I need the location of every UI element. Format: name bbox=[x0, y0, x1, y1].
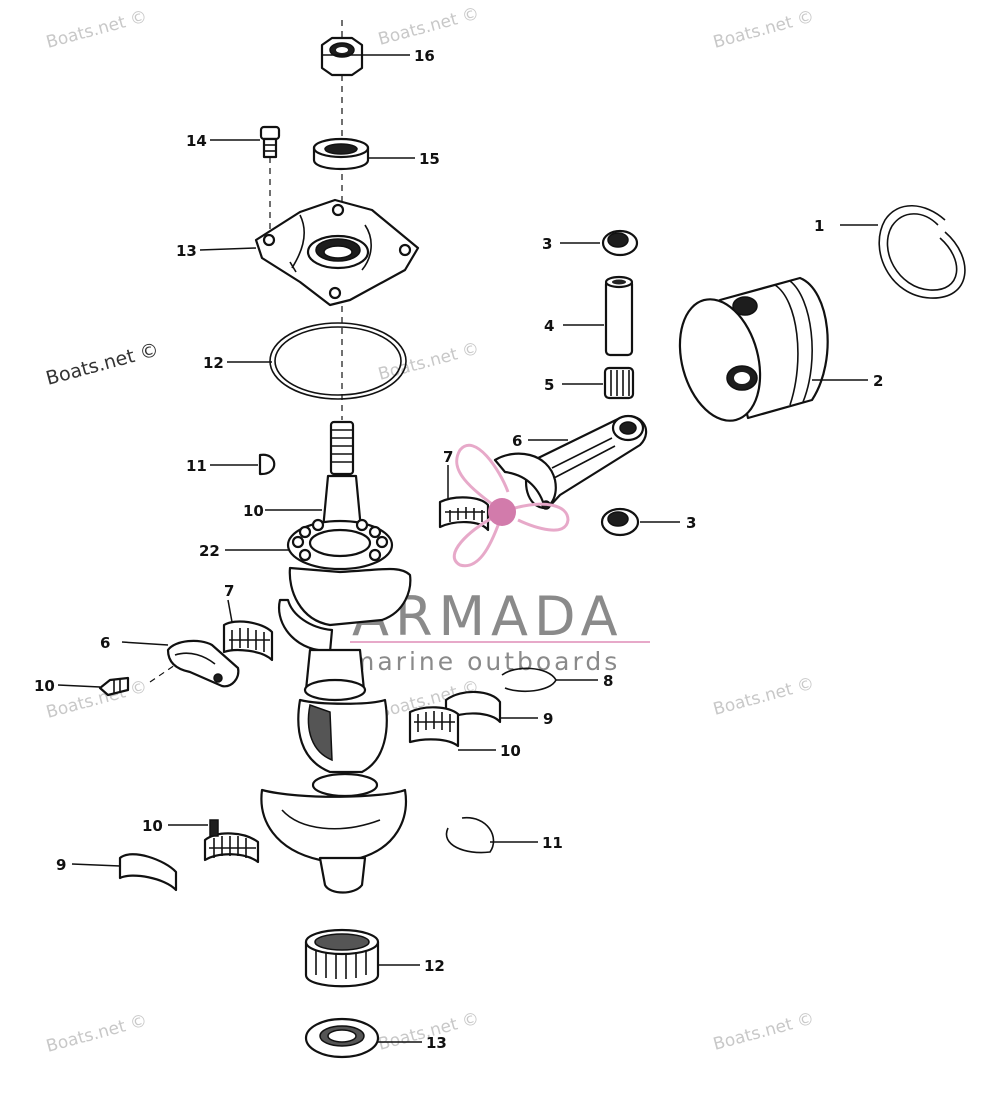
watermark-text: Boats.net © bbox=[44, 339, 162, 390]
callout-3-top: 3 bbox=[542, 235, 552, 253]
callout-16: 11 bbox=[186, 457, 207, 475]
callout-2: 2 bbox=[873, 372, 883, 390]
callout-6-right: 6 bbox=[512, 432, 522, 450]
watermark-text: Boats.net © bbox=[711, 7, 816, 53]
callout-6-left: 6 bbox=[100, 634, 110, 652]
watermark-text: Boats.net © bbox=[44, 7, 149, 53]
callout-10-right: 10 bbox=[500, 742, 521, 760]
part-3-bushing-bottom bbox=[600, 507, 640, 537]
part-6-rod-cap bbox=[149, 639, 240, 688]
crankshaft-body bbox=[260, 566, 412, 894]
part-11-retaining-ring bbox=[445, 817, 495, 854]
callout-21: 16 bbox=[414, 47, 435, 65]
callout-15: 10 bbox=[243, 502, 264, 520]
part-19-screw bbox=[259, 125, 281, 232]
armada-brand-tagline: marine outboards bbox=[350, 647, 620, 676]
callout-13: 13 bbox=[426, 1034, 447, 1052]
callout-9-left: 9 bbox=[56, 856, 66, 874]
leader-lines bbox=[57, 54, 878, 1043]
callout-10-left: 10 bbox=[142, 817, 163, 835]
callout-5: 5 bbox=[544, 376, 554, 394]
watermark-text: Boats.net © bbox=[376, 4, 481, 50]
part-20-seal bbox=[312, 137, 370, 170]
part-9-bearing-race-left bbox=[118, 853, 178, 892]
callout-7-upper: 7 bbox=[443, 448, 453, 466]
callout-22: 22 bbox=[199, 542, 220, 560]
propeller-logo-icon bbox=[452, 443, 570, 568]
callout-1: 1 bbox=[814, 217, 824, 235]
part-2-piston bbox=[678, 276, 829, 422]
callout-3-bottom: 3 bbox=[686, 514, 696, 532]
callout-9-right: 9 bbox=[543, 710, 553, 728]
part-13-washer bbox=[304, 1017, 380, 1059]
watermark-text: Boats.net © bbox=[44, 677, 149, 723]
part-1-piston-ring bbox=[878, 205, 966, 299]
part-18-housing-plate bbox=[254, 198, 420, 307]
part-12-roller-bearing bbox=[304, 928, 380, 988]
callout-12: 12 bbox=[424, 957, 445, 975]
part-22-ball-bearing bbox=[286, 518, 394, 571]
callout-8: 8 bbox=[603, 672, 613, 690]
part-6-connecting-rod bbox=[493, 414, 648, 510]
callout-20: 15 bbox=[419, 150, 440, 168]
watermark-text: Boats.net © bbox=[711, 1009, 816, 1055]
callout-14: 10 bbox=[34, 677, 55, 695]
part-10-bearing-cage-right bbox=[408, 706, 460, 748]
part-17-o-ring bbox=[269, 322, 407, 400]
callout-17: 12 bbox=[203, 354, 224, 372]
callout-7-left: 7 bbox=[224, 582, 234, 600]
callout-19: 14 bbox=[186, 132, 207, 150]
part-8-retaining-ring bbox=[501, 667, 557, 693]
part-16-key bbox=[258, 453, 276, 476]
callout-labels: 16 15 14 13 12 11 10 22 7 6 10 1 2 3 4 5… bbox=[34, 47, 883, 1052]
armada-logo: ARMADA marine outboards bbox=[350, 443, 650, 676]
part-3-bushing-top bbox=[601, 229, 639, 257]
part-21-nut bbox=[320, 36, 364, 77]
part-4-wrist-pin bbox=[604, 275, 634, 357]
part-7-bearing-cage-left bbox=[222, 620, 274, 662]
callout-4: 4 bbox=[544, 317, 554, 335]
part-14-rod-bolt bbox=[98, 676, 130, 697]
part-5-needle-bearing bbox=[603, 366, 635, 400]
callout-18: 13 bbox=[176, 242, 197, 260]
part-7-bearing-cage-upper bbox=[438, 496, 490, 532]
callout-11: 11 bbox=[542, 834, 563, 852]
part-10-bearing-cage-left bbox=[203, 819, 260, 864]
watermark-text: Boats.net © bbox=[44, 1011, 149, 1057]
watermark-text: Boats.net © bbox=[711, 674, 816, 720]
